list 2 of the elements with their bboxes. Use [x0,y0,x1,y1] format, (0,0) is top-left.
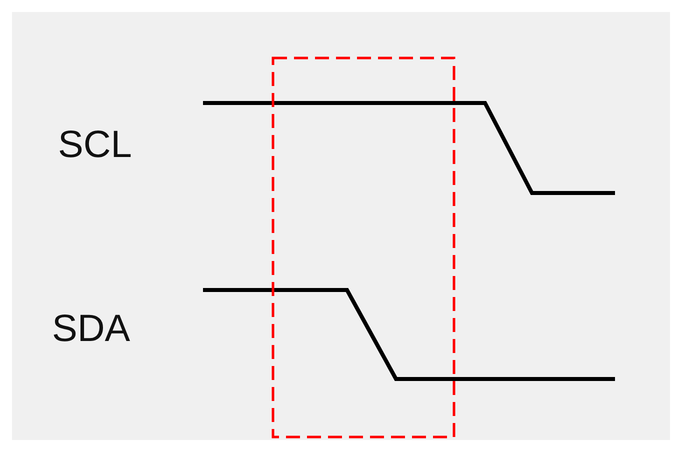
signal-name: SCL [58,126,132,164]
signal-name: SDA [52,310,130,348]
